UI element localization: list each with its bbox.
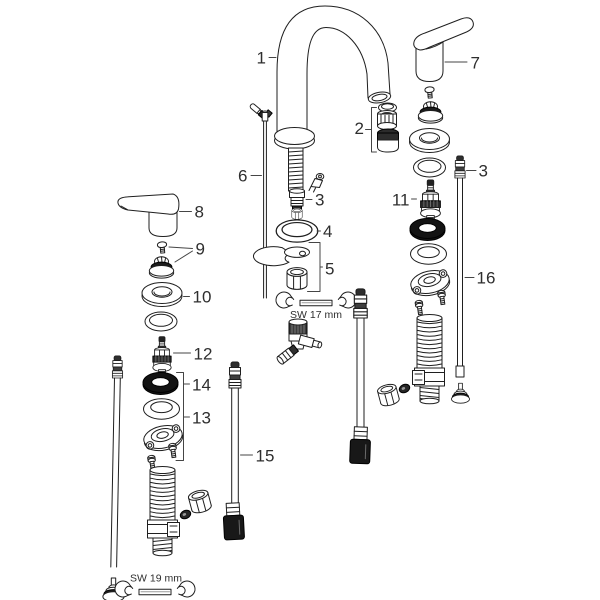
o-ring-right [413, 157, 446, 178]
washer-left [143, 398, 180, 420]
washer-right [410, 243, 447, 265]
handle-screw-left [156, 241, 168, 254]
retaining-clip [308, 173, 325, 193]
shank-nut-right [376, 382, 401, 408]
aerator-set [377, 102, 399, 153]
handle-cap-left [148, 256, 175, 279]
diverter-valve [276, 318, 323, 365]
callout-5-label: 5 [325, 260, 334, 279]
callout-14-label: 14 [192, 376, 211, 395]
callout-2-label: 2 [355, 119, 364, 138]
seal-left [142, 372, 179, 395]
callout-1-label: 1 [257, 49, 266, 68]
handle-right [413, 17, 474, 82]
shank-nut-left [186, 487, 213, 516]
escutcheon-right [409, 128, 450, 153]
cartridge-left [152, 336, 172, 377]
handle-cap-right [417, 101, 444, 124]
o-ring-left [144, 311, 178, 332]
flange-left [141, 421, 186, 455]
callout-4-label: 4 [323, 222, 332, 241]
seal-right [409, 218, 446, 241]
callout-6-label: 6 [238, 167, 247, 186]
mounting-nut-5 [286, 267, 308, 290]
callout-7-label: 7 [471, 54, 480, 73]
callout-10-label: 10 [193, 288, 212, 307]
cartridge-right [420, 179, 441, 224]
mounting-rod-right [451, 155, 470, 404]
callout-12-label: 12 [194, 345, 213, 364]
callout-11-label: 11 [392, 191, 410, 210]
callout-3-center-label: 3 [315, 191, 324, 210]
supply-hose-center-right [349, 288, 372, 465]
callout-3-right-label: 3 [479, 162, 488, 181]
olive-right [397, 382, 412, 395]
shank-right [413, 315, 445, 404]
callout-9-label: 9 [196, 240, 205, 259]
callout-15-label: 15 [256, 447, 275, 466]
cotter-pin [249, 103, 273, 119]
spout-base-flange [274, 127, 315, 150]
o-ring-4 [275, 219, 319, 243]
handle-left [117, 193, 180, 237]
crescent-washer [253, 246, 310, 267]
callout-8-label: 8 [195, 203, 204, 222]
wrench-17-label: SW 17 mm [290, 309, 342, 321]
callout-leaders [168, 57, 477, 461]
handle-screw-right [424, 86, 436, 99]
small-nut [291, 207, 303, 220]
supply-hose-15 [222, 361, 246, 541]
spout-threaded-shank [288, 147, 304, 192]
callout-16-label: 16 [477, 269, 496, 288]
spout [276, 5, 392, 133]
escutcheon-left [141, 282, 183, 307]
operating-rod [261, 110, 269, 299]
wrench-19-label: SW 19 mm [130, 573, 182, 585]
mounting-rod-left [102, 355, 125, 600]
callout-labels: 1 2 3 3 4 5 6 7 8 9 10 11 12 13 14 15 16… [130, 49, 495, 585]
callout-13-label: 13 [192, 409, 211, 428]
shank-left [148, 467, 180, 556]
olive-left [178, 508, 193, 521]
wrench-17 [274, 290, 357, 310]
